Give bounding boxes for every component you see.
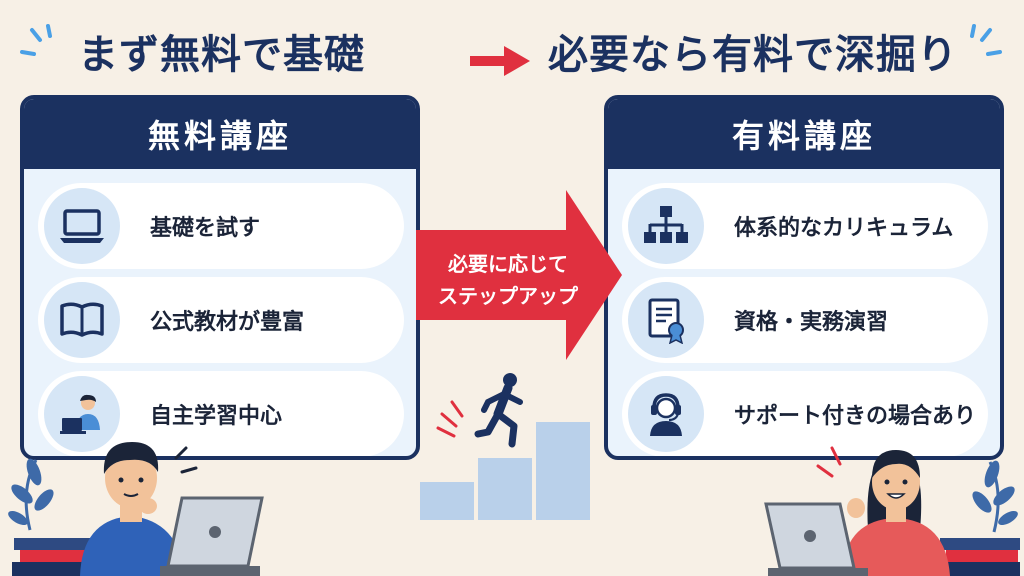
paid-item-certification: 資格・実務演習	[622, 277, 988, 363]
laptop-icon	[60, 209, 104, 243]
free-item-basics: 基礎を試す	[38, 183, 404, 269]
free-item-label: 基礎を試す	[150, 216, 261, 241]
paid-item-label: 体系的なカリキュラム	[734, 216, 954, 241]
self-study-person-icon	[60, 394, 100, 434]
free-panel-heading: 無料講座	[24, 99, 416, 169]
stairs-illustration	[420, 400, 590, 520]
paid-course-panel: 有料講座 体系的なカリキュラム	[604, 95, 1004, 460]
title-left: まず無料で基礎	[78, 32, 365, 78]
woman-with-laptop-illustration	[764, 446, 1020, 576]
paid-panel-heading: 有料講座	[608, 99, 1000, 169]
free-course-panel: 無料講座 基礎を試す 公式教材が豊富	[20, 95, 420, 460]
title-arrow-icon	[470, 46, 530, 76]
free-item-materials: 公式教材が豊富	[38, 277, 404, 363]
free-item-label: 公式教材が豊富	[150, 310, 305, 335]
step-up-arrow-icon	[416, 190, 622, 360]
man-with-laptop-illustration	[8, 442, 264, 576]
paid-item-curriculum: 体系的なカリキュラム	[622, 183, 988, 269]
open-book-icon	[60, 302, 104, 337]
paid-item-label: サポート付きの場合あり	[734, 404, 977, 429]
free-item-label: 自主学習中心	[150, 404, 283, 429]
sparkle-icon	[20, 24, 52, 56]
certificate-icon	[648, 298, 684, 344]
running-person-icon	[474, 373, 523, 448]
paid-item-support: サポート付きの場合あり	[622, 371, 988, 456]
paid-item-label: 資格・実務演習	[734, 310, 889, 335]
step-up-text: 必要に応じて ステップアップ	[438, 252, 578, 308]
headset-support-icon	[650, 393, 682, 436]
title-right: 必要なら有料で深掘り	[548, 32, 958, 78]
org-chart-icon	[644, 206, 688, 243]
sparkle-icon	[970, 24, 1002, 56]
free-item-self-study: 自主学習中心	[38, 371, 404, 456]
